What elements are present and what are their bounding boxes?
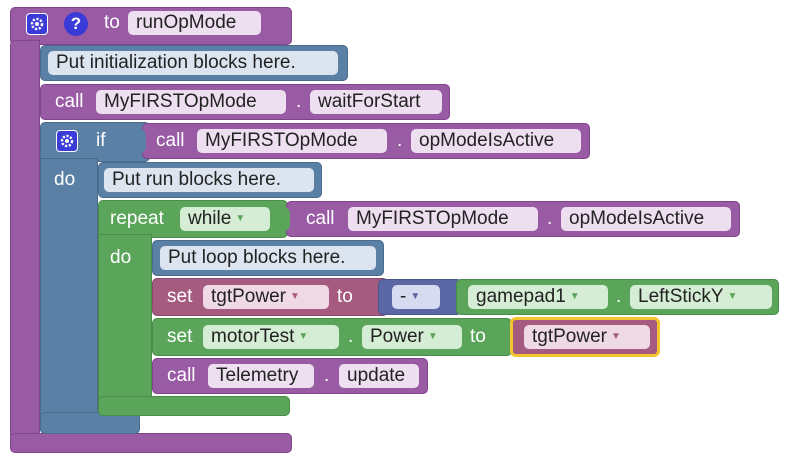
gamepad-dropdown[interactable]: gamepad1▼ xyxy=(468,285,608,309)
property-dropdown[interactable]: Power▼ xyxy=(362,325,462,349)
if-gear-icon[interactable] xyxy=(56,130,78,152)
chevron-down-icon: ▼ xyxy=(298,331,309,342)
motor-dot: . xyxy=(348,326,354,347)
repeat-mode-dropdown[interactable]: while▼ xyxy=(180,207,270,231)
repeat-condition-notch xyxy=(282,206,290,232)
procedure-spine xyxy=(10,40,40,440)
selected-block-highlight xyxy=(510,317,660,357)
telemetry-dot: . xyxy=(324,365,330,386)
chevron-down-icon: ▼ xyxy=(569,291,580,302)
if-dot: . xyxy=(397,130,403,151)
if-obj-field[interactable]: MyFIRSTOpMode xyxy=(197,129,387,153)
if-condition-notch xyxy=(138,128,146,154)
gear-icon[interactable] xyxy=(26,13,48,35)
repeat-call-label: call xyxy=(306,208,335,229)
procedure-bottom xyxy=(10,433,292,453)
set-motor-to-label: to xyxy=(470,326,486,347)
repeat-bottom xyxy=(98,396,290,416)
wait-dot: . xyxy=(296,91,302,112)
telemetry-call-label: call xyxy=(167,365,196,386)
motor-value: motorTest xyxy=(211,326,295,348)
if-do-label: do xyxy=(54,169,76,190)
wait-call-label: call xyxy=(55,91,84,112)
gamepad-value: gamepad1 xyxy=(476,286,566,308)
procedure-name-field[interactable]: runOpMode xyxy=(128,11,261,35)
proc-to-label: to xyxy=(104,12,120,33)
chevron-down-icon: ▼ xyxy=(235,213,246,224)
var-dropdown[interactable]: tgtPower▼ xyxy=(203,285,329,309)
axis-dropdown[interactable]: LeftStickY▼ xyxy=(630,285,772,309)
operator-value: - xyxy=(400,286,407,308)
chevron-down-icon: ▼ xyxy=(427,331,438,342)
set-motor-label: set xyxy=(167,326,193,347)
chevron-down-icon: ▼ xyxy=(410,291,421,302)
chevron-down-icon: ▼ xyxy=(610,331,621,342)
if-method-field[interactable]: opModeIsActive xyxy=(411,129,581,153)
init-comment-field[interactable]: Put initialization blocks here. xyxy=(48,51,338,75)
set-var-to-label: to xyxy=(337,286,353,307)
if-spine xyxy=(40,158,98,434)
tgtpower-value: tgtPower xyxy=(532,326,607,348)
repeat-mode-value: while xyxy=(188,208,232,230)
axis-value: LeftStickY xyxy=(638,286,724,308)
telemetry-method-field[interactable]: update xyxy=(339,364,419,388)
repeat-method-field[interactable]: opModeIsActive xyxy=(561,207,731,231)
telemetry-obj-field[interactable]: Telemetry xyxy=(208,364,314,388)
repeat-dot: . xyxy=(547,208,553,229)
repeat-label: repeat xyxy=(110,208,164,229)
motor-dropdown[interactable]: motorTest▼ xyxy=(203,325,339,349)
set-var-label: set xyxy=(167,286,193,307)
run-comment-field[interactable]: Put run blocks here. xyxy=(104,168,314,192)
repeat-obj-field[interactable]: MyFIRSTOpMode xyxy=(348,207,538,231)
help-icon[interactable]: ? xyxy=(64,12,88,36)
wait-obj-field[interactable]: MyFIRSTOpMode xyxy=(96,90,286,114)
loop-comment-field[interactable]: Put loop blocks here. xyxy=(160,246,376,270)
var-name: tgtPower xyxy=(211,286,286,308)
if-bottom xyxy=(40,412,140,434)
if-call-label: call xyxy=(156,130,185,151)
gamepad-dot: . xyxy=(616,286,622,307)
wait-method-field[interactable]: waitForStart xyxy=(310,90,442,114)
property-value: Power xyxy=(370,326,424,348)
chevron-down-icon: ▼ xyxy=(727,291,738,302)
negate-operator-dropdown[interactable]: -▼ xyxy=(392,285,440,309)
if-label: if xyxy=(96,130,106,151)
chevron-down-icon: ▼ xyxy=(289,291,300,302)
repeat-spine xyxy=(98,234,152,414)
repeat-do-label: do xyxy=(110,247,132,268)
tgtpower-value-dropdown[interactable]: tgtPower▼ xyxy=(524,325,650,349)
